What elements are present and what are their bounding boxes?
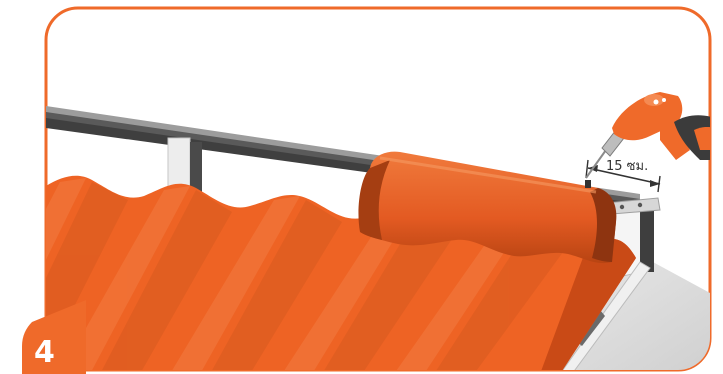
step-number: 4 <box>34 335 55 370</box>
dimension-label: 15 ซม. <box>606 159 648 174</box>
screw-marker <box>585 180 591 188</box>
